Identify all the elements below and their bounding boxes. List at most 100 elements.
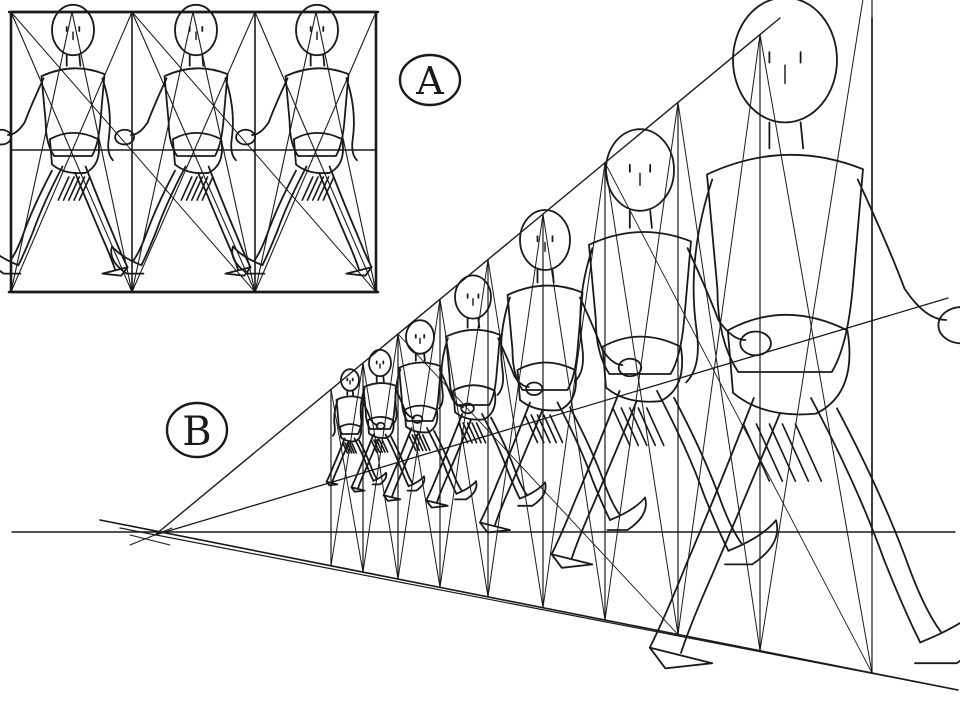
foot-back bbox=[425, 499, 449, 509]
arm-back bbox=[437, 337, 449, 410]
pelvis bbox=[516, 361, 577, 412]
panel-b-perspective-walk bbox=[11, 0, 960, 691]
neck bbox=[309, 54, 326, 67]
neck bbox=[628, 209, 653, 229]
neck bbox=[466, 317, 481, 329]
hatch bbox=[180, 176, 193, 201]
arm-back bbox=[101, 77, 114, 162]
ground-line bbox=[99, 519, 959, 691]
hand bbox=[937, 306, 960, 345]
leg-back-outline bbox=[571, 400, 638, 559]
walking-figure-b6 bbox=[550, 128, 779, 569]
torso bbox=[163, 67, 229, 157]
leg-front-outline bbox=[836, 407, 942, 633]
head bbox=[340, 368, 360, 392]
frame-diagonal bbox=[362, 333, 399, 573]
long-diagonal bbox=[131, 11, 377, 293]
leg-front-outline bbox=[569, 406, 621, 516]
hatch bbox=[57, 176, 70, 201]
frame-diagonal bbox=[487, 259, 544, 609]
head bbox=[732, 0, 838, 124]
hatch bbox=[73, 176, 86, 201]
torso bbox=[398, 361, 442, 422]
pelvis bbox=[48, 132, 100, 175]
walking-figure-b2 bbox=[350, 348, 426, 493]
arm-front bbox=[6, 77, 45, 136]
cell-diagonal bbox=[131, 11, 256, 293]
arm-back bbox=[345, 77, 358, 162]
hatch bbox=[781, 423, 810, 483]
walking-figure-b3 bbox=[382, 319, 478, 502]
leg-front-outline bbox=[9, 169, 53, 262]
panel-a-walk-cycle bbox=[0, 3, 380, 294]
hatch bbox=[348, 442, 355, 454]
label-a: A bbox=[415, 59, 444, 103]
foot-back bbox=[648, 646, 714, 670]
torso bbox=[588, 231, 692, 375]
leg-front-outline bbox=[253, 169, 297, 262]
hand bbox=[460, 402, 475, 415]
leg-back bbox=[325, 437, 346, 483]
torso bbox=[284, 67, 350, 157]
hatch bbox=[306, 176, 319, 201]
head bbox=[368, 348, 392, 378]
leg-back bbox=[550, 390, 621, 556]
hatch bbox=[418, 434, 428, 452]
leg-front bbox=[481, 413, 521, 500]
leg-front bbox=[17, 165, 64, 267]
hatch bbox=[370, 439, 378, 453]
neck bbox=[768, 121, 805, 150]
zigzag-line bbox=[315, 11, 377, 293]
hatch bbox=[457, 422, 469, 444]
head bbox=[454, 274, 492, 320]
foot-front bbox=[517, 481, 547, 507]
hatch bbox=[742, 423, 771, 483]
hand bbox=[114, 128, 135, 146]
hatch bbox=[378, 439, 386, 453]
neck bbox=[375, 375, 385, 383]
hand bbox=[411, 414, 424, 424]
walking-figure-a3 bbox=[231, 3, 373, 277]
hatch bbox=[794, 423, 823, 483]
hatch bbox=[350, 442, 358, 454]
neck bbox=[346, 389, 355, 397]
zigzag-line bbox=[71, 11, 133, 293]
leg-back bbox=[648, 397, 755, 649]
hatch bbox=[462, 422, 473, 444]
vp-mark bbox=[129, 534, 171, 546]
hand bbox=[617, 357, 643, 378]
leg-front bbox=[140, 165, 187, 267]
leg-back bbox=[207, 165, 252, 269]
foot-back bbox=[325, 480, 339, 487]
leg-back-outline bbox=[680, 412, 781, 654]
leg-front-outline bbox=[673, 396, 743, 545]
frame-diagonal bbox=[604, 101, 679, 621]
foot-front bbox=[454, 480, 478, 501]
arm-back bbox=[574, 247, 594, 382]
hatch bbox=[301, 176, 314, 201]
hatch bbox=[421, 434, 431, 452]
label-a-badge: A bbox=[398, 53, 462, 107]
arm-back bbox=[224, 77, 237, 162]
leg-front bbox=[384, 433, 410, 488]
leg-front-outline bbox=[390, 435, 414, 485]
hatch bbox=[317, 176, 330, 201]
long-diagonal bbox=[604, 162, 873, 674]
hand bbox=[0, 128, 12, 146]
hatch bbox=[375, 439, 384, 453]
label-b: B bbox=[182, 409, 211, 455]
pelvis bbox=[339, 423, 363, 443]
pelvis bbox=[292, 132, 344, 175]
walking-figure-b5 bbox=[479, 209, 647, 534]
walking-figure-b7 bbox=[648, 0, 960, 670]
leg-back-outline bbox=[494, 409, 544, 526]
torso bbox=[40, 67, 106, 157]
arm-back bbox=[496, 296, 511, 396]
hatch bbox=[475, 422, 487, 444]
arm-front bbox=[497, 337, 530, 388]
leg-back bbox=[382, 427, 413, 497]
leg-front-outline bbox=[132, 169, 176, 262]
hand bbox=[235, 128, 256, 146]
leg-back bbox=[425, 413, 464, 502]
torso bbox=[362, 382, 398, 430]
